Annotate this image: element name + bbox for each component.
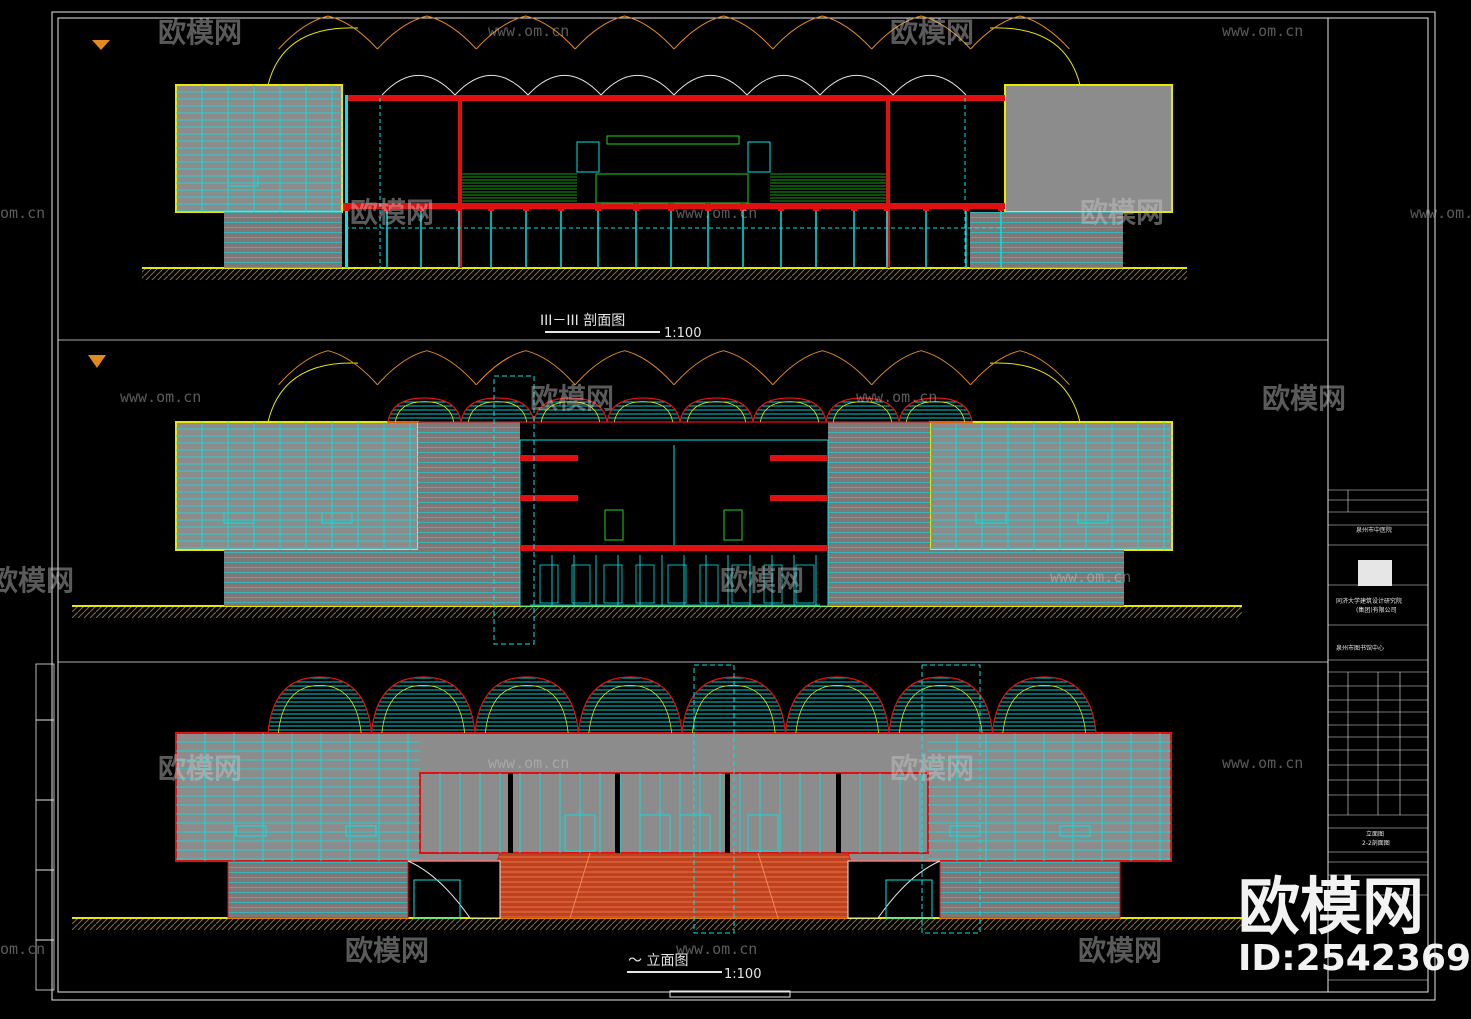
watermark-url: www.om.cn [488, 754, 569, 772]
watermark-brand: 欧模网 [1262, 382, 1346, 415]
watermark-brand: 欧模网 [350, 196, 434, 229]
watermark-url: www.om.cn [856, 388, 937, 406]
title-block-drawing-sub: 2-2剖面图 [1362, 839, 1390, 847]
elevation-scale: 1:100 [724, 967, 761, 982]
watermark-brand: 欧模网 [890, 752, 974, 785]
watermark-brand: 欧模网 [345, 934, 429, 967]
section-marker-icon [92, 40, 110, 50]
title-block [1328, 489, 1428, 981]
watermark-url: www.om.cn [1410, 204, 1471, 222]
watermark-brand: 欧模网 [158, 16, 242, 49]
watermark-brand: 欧模网 [1078, 934, 1162, 967]
watermark-url: www.om.cn [488, 22, 569, 40]
watermark-url-short: om.cn [0, 204, 45, 222]
section-title: III－III 剖面图 [540, 313, 625, 329]
watermark-url: www.om.cn [676, 204, 757, 222]
section-drawing [142, 15, 1187, 280]
watermark-brand: 欧模网 [530, 382, 614, 415]
sheet-border [35, 11, 1436, 1001]
watermark-brand: 欧模网 [890, 16, 974, 49]
title-block-project-title: 泉州市图书馆中心 [1336, 644, 1384, 652]
watermark-url: www.om.cn [676, 940, 757, 958]
section-marker-icon [88, 355, 106, 368]
middle-elevation-drawing [72, 350, 1242, 645]
watermark-brand: 欧模网 [158, 752, 242, 785]
title-block-design-institute-sub: (集团)有限公司 [1356, 606, 1397, 614]
title-block-project-name: 泉州市中医院 [1356, 526, 1392, 534]
section-scale: 1:100 [664, 326, 701, 341]
watermark-url: www.om.cn [1050, 568, 1131, 586]
watermark-layer: 欧模网 欧模网 欧模网 欧模网 欧模网 欧模网 欧模网 欧模网 欧模网 欧模网 … [0, 16, 1471, 967]
watermark-brand: 欧模网 [1080, 196, 1164, 229]
title-block-drawing-name: 立面图 [1366, 830, 1384, 838]
elevation-title: ～ 立面图 [628, 953, 688, 969]
watermark-brand-large: 欧模网 [1238, 870, 1424, 943]
watermark-brand: 欧模网 [720, 564, 804, 597]
front-elevation-drawing [72, 664, 1242, 934]
watermark-url: www.om.cn [120, 388, 201, 406]
title-block-design-institute: 同济大学建筑设计研究院 [1336, 597, 1402, 605]
watermark-id: ID:2542369 [1238, 938, 1471, 979]
watermark-url: www.om.cn [1222, 22, 1303, 40]
watermark-url-short: om.cn [0, 940, 45, 958]
watermark-url: www.om.cn [1222, 754, 1303, 772]
watermark-brand: 欧模网 [0, 564, 74, 597]
bottom-scale-bar [669, 990, 791, 998]
